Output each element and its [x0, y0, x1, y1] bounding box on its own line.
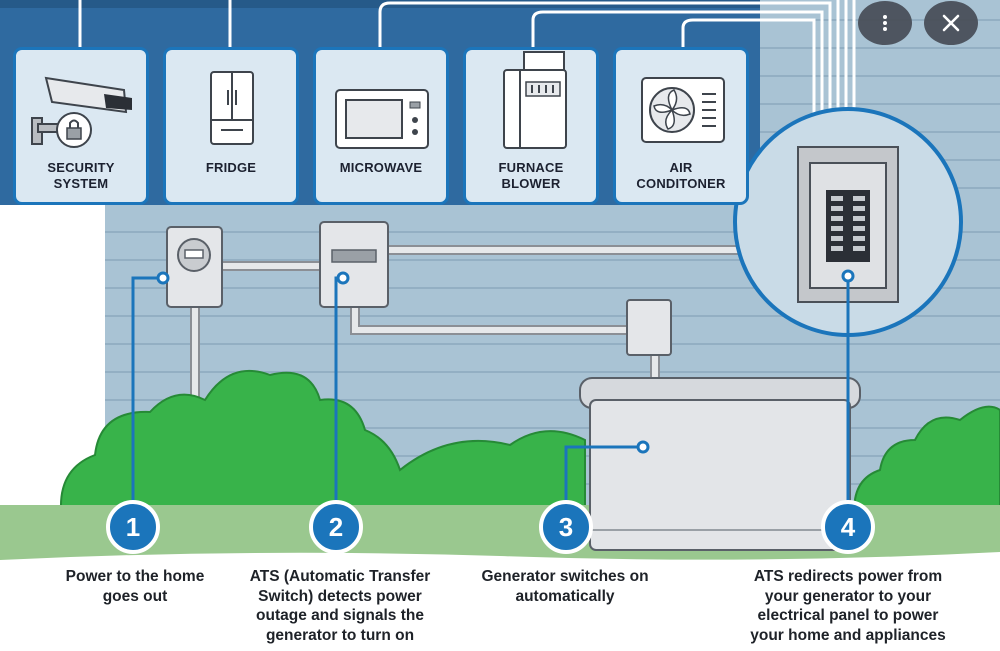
step-number: 4 [841, 512, 856, 542]
transfer-switch [319, 221, 389, 308]
appliance-card-microwave: MICROWAVE [313, 47, 449, 205]
appliance-card-furnace-blower: FURNACE BLOWER [463, 47, 599, 205]
panel-dot [841, 269, 855, 283]
step-badge-2: 2 [309, 500, 363, 554]
step-badge-4: 4 [821, 500, 875, 554]
generator [579, 377, 861, 551]
close-button[interactable] [924, 1, 978, 45]
fridge-icon [210, 71, 254, 145]
appliance-label: FURNACE BLOWER [498, 160, 564, 191]
meter-dot [156, 271, 170, 285]
appliance-label: MICROWAVE [339, 160, 423, 175]
more-options-button[interactable] [858, 1, 912, 45]
step-3-text: Generator switches on automatically [481, 568, 649, 605]
step-number: 3 [559, 512, 573, 542]
microwave-icon [335, 89, 429, 149]
step-1-text: Power to the home goes out [65, 568, 205, 605]
step-number: 1 [126, 512, 140, 542]
step-number: 2 [329, 512, 343, 542]
appliance-wires [78, 0, 856, 150]
appliance-label: AIR CONDITONER [636, 160, 726, 191]
appliance-card-fridge: FRIDGE [163, 47, 299, 205]
step-2-text: ATS (Automatic Transfer Switch) detects … [249, 568, 431, 644]
generator-dot [636, 440, 650, 454]
furnace-icon [503, 51, 567, 149]
appliance-label: SECURITY SYSTEM [47, 160, 115, 191]
step-badge-3: 3 [539, 500, 593, 554]
appliance-label: FRIDGE [205, 160, 257, 175]
air-conditioner-icon [641, 77, 725, 143]
step-badge-1: 1 [106, 500, 160, 554]
ats-dot [336, 271, 350, 285]
appliance-card-security-system: SECURITY SYSTEM [13, 47, 149, 205]
close-icon [942, 14, 960, 32]
security-camera-icon [31, 76, 132, 148]
step-4-text: ATS redirects power from your generator … [750, 568, 946, 644]
electric-meter [166, 226, 223, 308]
more-vertical-icon [883, 15, 887, 31]
appliance-card-air-conditioner: AIR CONDITONER [613, 47, 749, 205]
generator-disconnect [626, 299, 672, 356]
